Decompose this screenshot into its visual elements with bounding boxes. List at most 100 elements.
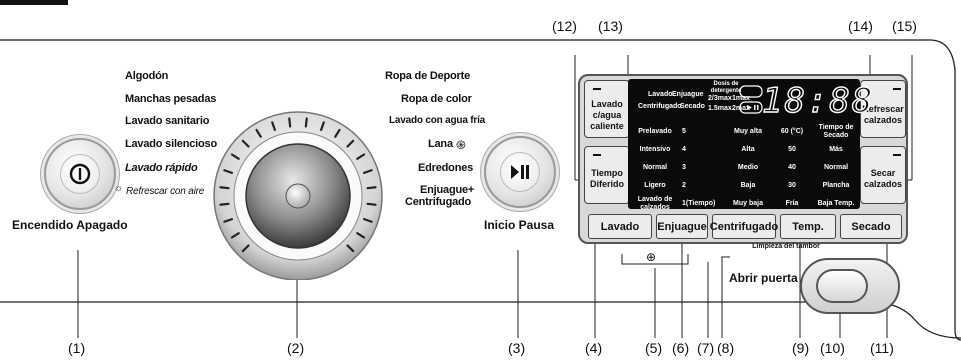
dial-tick — [219, 186, 230, 190]
col_rinse-option: 4 — [682, 146, 686, 153]
callout-6: (6) — [672, 340, 690, 356]
callout-5: (5) — [645, 340, 663, 356]
indicator-dash — [893, 154, 901, 156]
door-open-label: Abrir puerta — [729, 271, 798, 285]
top-bar — [0, 0, 68, 5]
power-icon — [60, 154, 100, 194]
display-dose-d: 2max — [732, 105, 750, 112]
callout-11: (11) — [870, 340, 894, 356]
hot-water-label: Lavado c/agua caliente — [590, 98, 624, 131]
callout-2: (2) — [287, 340, 305, 356]
door-knob — [816, 269, 868, 303]
col_temp-option: 30 — [788, 182, 796, 189]
program-lavado-sanitario: Lavado sanitario — [125, 115, 210, 127]
display-secado: Secado — [680, 103, 705, 110]
program-edredones: Edredones — [418, 162, 474, 174]
callout-1: (1) — [68, 340, 86, 356]
dial-tick — [366, 186, 377, 190]
dial-tick — [219, 202, 230, 206]
display-enjuague: Enjuague — [672, 91, 704, 98]
wool-icon: ֍ — [456, 138, 466, 152]
secado-button-label: Secado — [851, 220, 891, 233]
program-lana: Lana — [428, 138, 453, 150]
secado-button[interactable]: Secado — [840, 214, 902, 239]
start-pause-button[interactable] — [484, 136, 556, 208]
dial-tick — [230, 232, 240, 239]
dial-tick — [230, 153, 240, 160]
refresh-shoes-button[interactable]: Refrescar calzados — [860, 80, 906, 138]
col_dry-option: Más — [829, 146, 843, 153]
dial-tick — [356, 232, 366, 239]
program-enjuague-plus: Enjuague+ — [420, 184, 475, 196]
indicator-dash — [593, 154, 601, 156]
door-open-button[interactable] — [800, 258, 900, 314]
callout-7: (7) — [697, 340, 715, 356]
col_wash-option: Prelavado — [638, 128, 672, 135]
enjuague-button[interactable]: Enjuague — [656, 214, 708, 239]
dial-tick — [271, 121, 276, 132]
program-centrifugado: Centrifugado — [405, 196, 472, 208]
callout-8: (8) — [717, 340, 735, 356]
drum-clean-label: Limpieza del tambor — [752, 243, 820, 250]
callout-15: (15) — [892, 18, 917, 34]
lavado-button-label: Lavado — [600, 220, 640, 233]
lavado-button[interactable]: Lavado — [588, 214, 652, 239]
time-display: 18:88 — [761, 80, 875, 121]
col_temp-option: 50 — [788, 146, 796, 153]
program-lavado-rapido: Lavado rápido — [125, 162, 198, 174]
callout-3: (3) — [508, 340, 526, 356]
indicator-dash — [593, 88, 601, 90]
display-dose-a: 2/3max — [708, 95, 732, 102]
program-agua-fria: Lavado con agua fría — [389, 115, 486, 126]
centrifugado-button[interactable]: Centrifugado — [709, 214, 779, 239]
display-icons — [739, 85, 763, 114]
program-refrescar-aire: Refrescar con aire — [126, 186, 205, 197]
indicator-dash — [893, 88, 901, 90]
dial-tick — [241, 244, 250, 253]
col_spin-option: Baja — [740, 182, 756, 189]
col_spin-option: Medio — [737, 164, 759, 171]
temp-button[interactable]: Temp. — [780, 214, 836, 239]
callout-10: (10) — [820, 340, 845, 356]
display-dose-c: 1.5max — [708, 105, 732, 112]
delay-timer-label: Tiempo Diferido — [589, 168, 624, 189]
col_dry-option: Normal — [823, 164, 849, 171]
delay-timer-button[interactable]: Tiempo Diferido — [584, 146, 630, 204]
child-lock-icon: ⊕ — [646, 250, 657, 264]
callout-13: (13) — [598, 18, 623, 34]
col_wash-option: Ligero — [644, 182, 666, 189]
col_temp-option: Fría — [785, 200, 799, 207]
program-ropa-deporte: Ropa de Deporte — [385, 70, 471, 82]
dial-tick — [366, 202, 377, 206]
col_dry-option: Plancha — [822, 182, 850, 189]
play-pause-icon — [500, 152, 540, 192]
callout-4: (4) — [585, 340, 603, 356]
display-centrifugado: Centrifugado — [638, 103, 682, 110]
col_wash-option: Lavado de calzados — [637, 196, 673, 211]
col_temp-option: 60 (°C) — [780, 128, 804, 135]
callout-9: (9) — [792, 340, 810, 356]
col_wash-option: Intensivo — [639, 146, 671, 153]
centrifugado-button-label: Centrifugado — [709, 220, 779, 233]
col_rinse-option: 1(Tiempo) — [682, 200, 716, 207]
dial-tick — [346, 139, 355, 148]
air-refresh-icon: ☼ — [114, 183, 124, 194]
col_spin-option: Muy baja — [733, 200, 763, 207]
hot-water-button[interactable]: Lavado c/agua caliente — [584, 80, 630, 138]
program-algodon: Algodón — [125, 70, 169, 82]
dial-tick — [356, 153, 366, 160]
col_spin-option: Alta — [741, 146, 755, 153]
dial-tick — [288, 117, 292, 128]
dial-tick — [320, 121, 325, 132]
power-label: Encendido Apagado — [12, 218, 128, 232]
dial-tick — [362, 169, 373, 174]
program-dial[interactable] — [200, 70, 400, 280]
col_rinse-option: 3 — [682, 164, 686, 171]
dry-shoes-button[interactable]: Secar calzados — [860, 146, 906, 204]
dial-tick — [223, 169, 234, 174]
dial-tick — [346, 244, 355, 253]
power-button[interactable] — [44, 138, 116, 210]
